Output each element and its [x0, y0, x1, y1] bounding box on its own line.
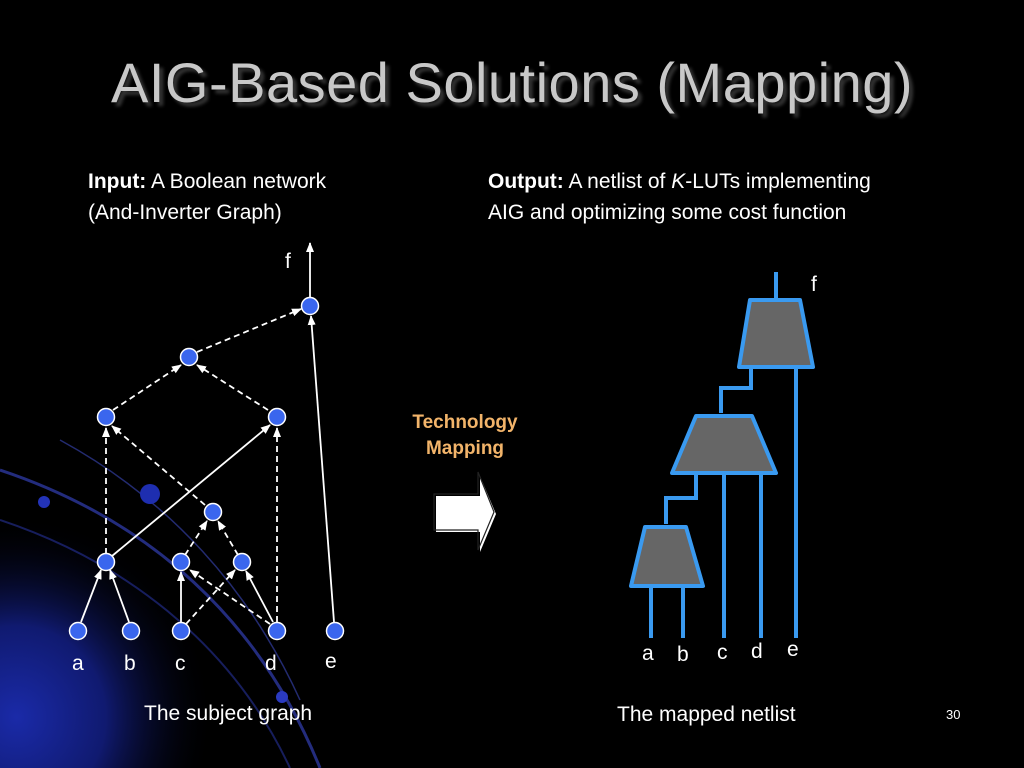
- output-line1-post: -LUTs implementing: [685, 170, 871, 193]
- edge-n2-n1: [196, 308, 302, 353]
- edge-d-n7: [189, 569, 271, 625]
- output-description: Output: A netlist of K-LUTs implementing…: [488, 166, 871, 228]
- netlist-wires: [649, 272, 798, 638]
- netlist-output-label: f: [811, 273, 817, 296]
- node-n6: [203, 502, 223, 522]
- lut-bottom: [629, 525, 705, 588]
- graph-output-label: f: [285, 250, 291, 273]
- node-n2: [179, 347, 199, 367]
- lut-middle: [670, 414, 778, 475]
- node-n5: [96, 552, 116, 572]
- node-n3: [96, 407, 116, 427]
- netlist-input-label-c: c: [717, 641, 728, 664]
- output-k: K: [671, 170, 686, 193]
- edge-b-n5: [109, 569, 130, 623]
- node-input-c: [171, 621, 191, 641]
- netlist-input-label-d: d: [751, 640, 763, 663]
- node-n7: [171, 552, 191, 572]
- slide-title: AIG-Based Solutions (Mapping): [111, 51, 913, 114]
- node-n1: [300, 296, 320, 316]
- input-line1: A Boolean network: [151, 170, 327, 193]
- edge-d-n8: [245, 570, 274, 623]
- graph-edges: [80, 242, 335, 625]
- edge-n3-n2: [112, 364, 182, 411]
- node-input-e: [325, 621, 345, 641]
- edge-n7-n6: [184, 520, 208, 556]
- graph-input-label-e: e: [325, 650, 337, 673]
- node-n8: [232, 552, 252, 572]
- subject-graph-caption: The subject graph: [144, 702, 313, 725]
- edge-e-n1: [307, 315, 335, 623]
- input-description: Input: A Boolean network (And-Inverter G…: [88, 166, 326, 228]
- netlist-input-label-b: b: [677, 643, 689, 666]
- node-input-d: [267, 621, 287, 641]
- graph-input-label-c: c: [175, 652, 186, 675]
- graph-input-label-a: a: [72, 652, 84, 675]
- output-line2: AIG and optimizing some cost function: [488, 201, 847, 224]
- output-label: Output:: [488, 170, 564, 193]
- graph-input-label-d: d: [265, 652, 277, 675]
- input-label: Input:: [88, 170, 147, 193]
- output-line1-pre: A netlist of: [568, 170, 672, 193]
- luts: [629, 298, 815, 588]
- edge-a-n5: [80, 569, 102, 623]
- graph-nodes: [68, 296, 345, 641]
- wire-lut2-to-lut3: [719, 367, 753, 413]
- edge-n4-n2: [196, 364, 269, 411]
- page-number: 30: [946, 707, 961, 722]
- node-input-a: [68, 621, 88, 641]
- netlist-input-label-e: e: [787, 638, 799, 661]
- mapped-netlist-caption: The mapped netlist: [617, 703, 796, 726]
- edge-n5-n4: [111, 424, 271, 557]
- technology-mapping-label: Technology Mapping: [390, 410, 540, 462]
- node-n4: [267, 407, 287, 427]
- arrow-label-line1: Technology: [412, 412, 518, 433]
- netlist-input-label-a: a: [642, 642, 654, 665]
- lut-top: [737, 298, 815, 369]
- graph-input-label-b: b: [124, 652, 136, 675]
- node-input-b: [121, 621, 141, 641]
- edge-c-n8: [185, 569, 236, 625]
- edge-n8-n6: [217, 520, 239, 556]
- arrow-label-line2: Mapping: [425, 438, 505, 459]
- wire-lut1-to-lut2: [664, 473, 698, 524]
- input-line2: (And-Inverter Graph): [88, 201, 282, 224]
